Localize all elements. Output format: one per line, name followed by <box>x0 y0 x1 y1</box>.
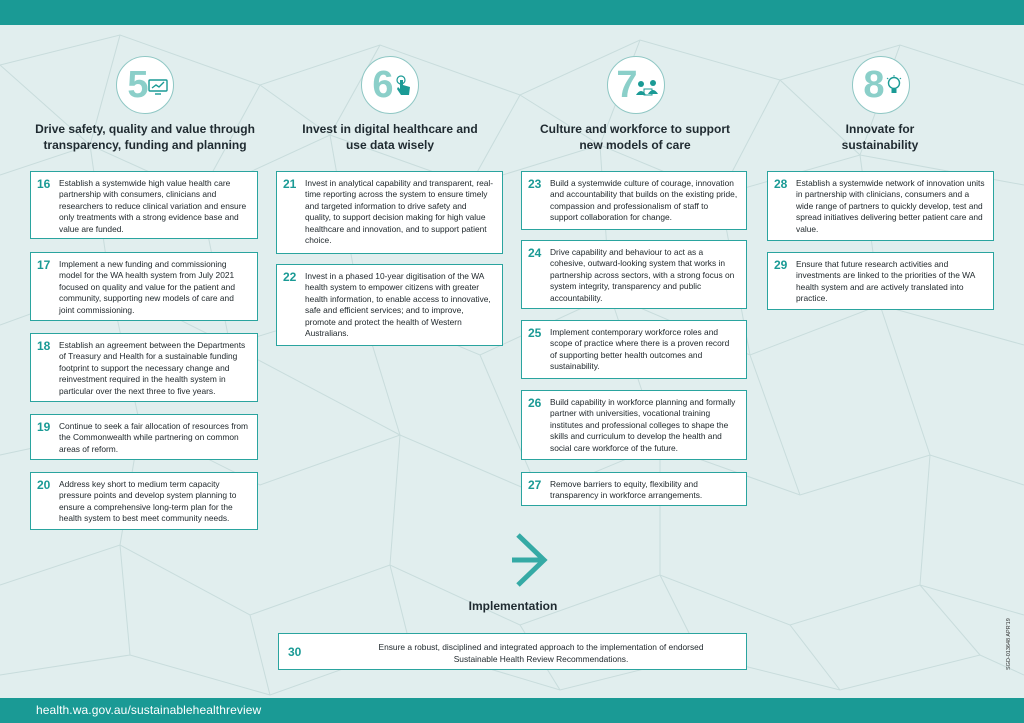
touch-hand-icon <box>396 75 410 95</box>
pillar-8-title: Innovate for sustainability <box>841 122 919 152</box>
recommendation-30: 30 Ensure a robust, disciplined and inte… <box>278 633 747 670</box>
pillar-5-badge: 5 <box>116 56 174 114</box>
recommendation-17: 17 Implement a new funding and commissio… <box>30 252 258 321</box>
pillar-5-number: 5 <box>127 64 149 106</box>
pillar-6-number: 6 <box>372 64 394 106</box>
recommendation-22: 22 Invest in a phased 10-year digitisati… <box>276 264 503 346</box>
top-banner <box>0 0 1024 25</box>
pillar-7-title: Culture and workforce to support new mod… <box>539 122 730 152</box>
recommendation-26: 26 Build capability in workforce plannin… <box>521 390 747 460</box>
footer-url-link[interactable]: health.wa.gov.au/sustainablehealthreview <box>36 703 262 717</box>
recommendation-18: 18 Establish an agreement between the De… <box>30 333 258 402</box>
recommendation-20: 20 Address key short to medium term capa… <box>30 472 258 530</box>
pillar-5-title: Drive safety, quality and value through … <box>35 122 255 152</box>
monitor-chart-icon <box>148 79 168 95</box>
recommendation-28: 28 Establish a systemwide network of inn… <box>767 171 994 241</box>
recommendation-19: 19 Continue to seek a fair allocation of… <box>30 414 258 460</box>
pillar-6-title: Invest in digital healthcare and use dat… <box>302 122 478 152</box>
document-code: SGD-013648 APR'19 <box>1006 618 1012 670</box>
recommendation-21: 21 Invest in analytical capability and t… <box>276 171 503 254</box>
recommendation-24: 24 Drive capability and behaviour to act… <box>521 240 747 309</box>
pillar-6-badge: 6 <box>361 56 419 114</box>
pillar-8-badge: 8 <box>852 56 910 114</box>
recommendation-29: 29 Ensure that future research activitie… <box>767 252 994 310</box>
arrow-right-icon <box>512 533 548 587</box>
recommendation-16: 16 Establish a systemwide high value hea… <box>30 171 258 239</box>
footer-bar: health.wa.gov.au/sustainablehealthreview <box>0 698 1024 723</box>
pillar-8-number: 8 <box>863 64 885 106</box>
recommendation-27: 27 Remove barriers to equity, flexibilit… <box>521 472 747 506</box>
lightbulb-icon <box>886 75 902 93</box>
recommendation-23: 23 Build a systemwide culture of courage… <box>521 171 747 230</box>
pillar-7-number: 7 <box>616 64 638 106</box>
recommendation-25: 25 Implement contemporary workforce role… <box>521 320 747 379</box>
implementation-title: Implementation <box>468 599 558 613</box>
pillar-7-badge: 7 <box>607 56 665 114</box>
people-group-icon <box>636 80 658 96</box>
